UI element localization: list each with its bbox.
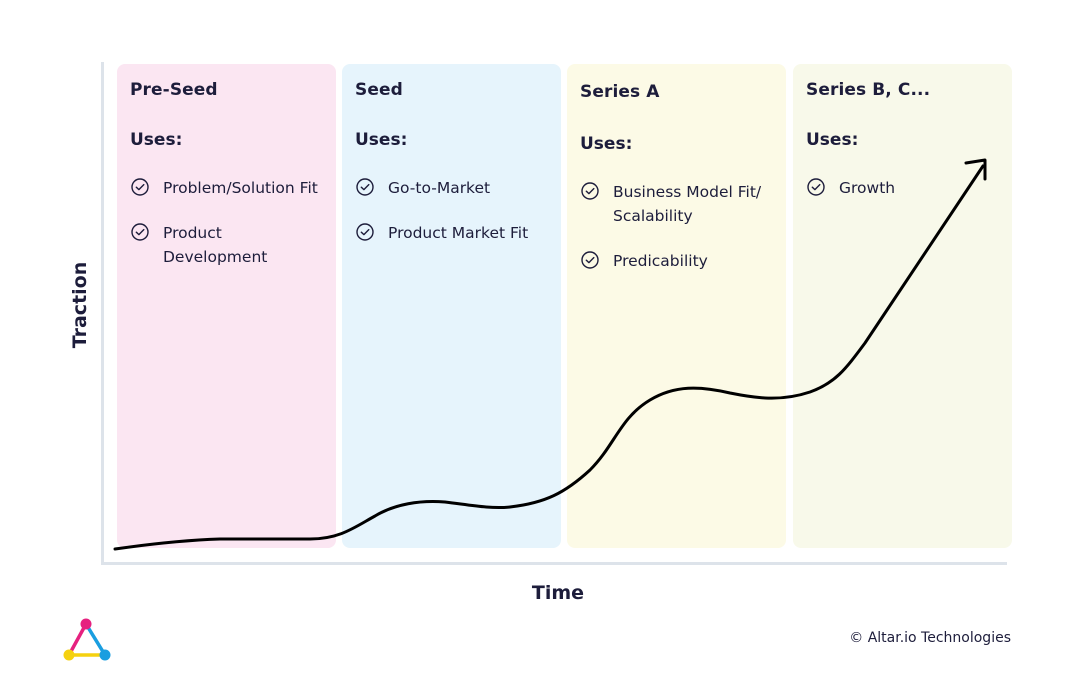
use-list: Problem/Solution Fit Product Development (130, 176, 326, 290)
stage-title: Seed (355, 80, 403, 100)
check-circle-icon (356, 223, 374, 241)
check-circle-icon (581, 251, 599, 269)
y-axis-label: Traction (69, 261, 91, 349)
stage-title: Pre-Seed (130, 80, 218, 100)
use-label: Predicability (613, 252, 708, 270)
use-item: Problem/Solution Fit (130, 176, 326, 200)
use-item: Predicability (580, 249, 776, 273)
uses-label: Uses: (355, 130, 408, 150)
use-label: Product Development (163, 224, 268, 266)
use-list: Growth (806, 176, 1002, 221)
use-label: Problem/Solution Fit (163, 179, 318, 197)
check-circle-icon (131, 178, 149, 196)
uses-label: Uses: (806, 130, 859, 150)
uses-label: Uses: (130, 130, 183, 150)
use-item: Growth (806, 176, 1002, 200)
use-item: Go-to-Market (355, 176, 551, 200)
uses-label: Uses: (580, 134, 633, 154)
use-list: Business Model Fit/ Scalability Predicab… (580, 180, 776, 294)
x-axis-label: Time (531, 582, 585, 604)
x-axis (101, 562, 1007, 565)
stage-pre-seed: Pre-Seed Uses: Problem/Solution Fit Prod… (117, 64, 336, 548)
stage-series-a: Series A Uses: Business Model Fit/ Scala… (567, 64, 786, 548)
use-item: Product Market Fit (355, 221, 551, 245)
use-label: Product Market Fit (388, 224, 529, 242)
check-circle-icon (356, 178, 374, 196)
copyright-text: © Altar.io Technologies (849, 630, 1011, 646)
use-list: Go-to-Market Product Market Fit (355, 176, 551, 266)
use-item: Product Development (130, 221, 326, 269)
use-item: Business Model Fit/ Scalability (580, 180, 776, 228)
stage-seed: Seed Uses: Go-to-Market Product Market F… (342, 64, 561, 548)
stage-title: Series A (580, 82, 660, 102)
stage-title: Series B, C... (806, 80, 931, 100)
use-label: Business Model Fit/ Scalability (613, 183, 762, 225)
check-circle-icon (131, 223, 149, 241)
y-axis (101, 62, 104, 565)
check-circle-icon (581, 182, 599, 200)
stage-series-b-c: Series B, C... Uses: Growth (793, 64, 1012, 548)
use-label: Growth (839, 179, 896, 197)
traction-line (113, 164, 985, 551)
arrow-head-icon (964, 158, 987, 181)
altar-triangle-logo-icon (63, 618, 111, 661)
check-circle-icon (807, 178, 825, 196)
use-label: Go-to-Market (388, 179, 491, 197)
